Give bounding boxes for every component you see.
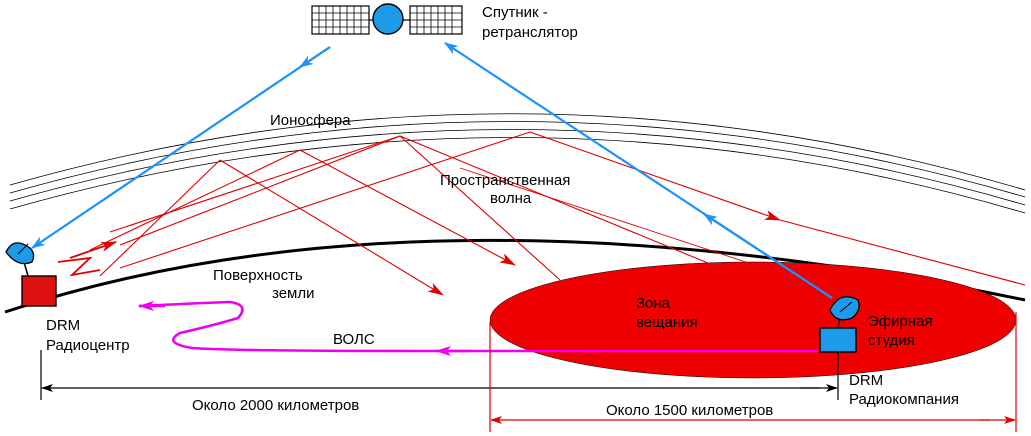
drm-company-label-line2: Радиокомпания [849,391,959,408]
radio-center-signal-zigzag [57,256,101,277]
sky-wave-label-line2: волна [490,190,532,207]
satellite-downlink-arrow [31,46,331,249]
broadcast-zone [489,261,1017,379]
radio-center-signal-arrow [69,241,117,259]
broadcast-zone-label-line1: Зона [636,295,671,312]
satellite-label-line1: Спутник - [482,4,548,21]
ionosphere-layers [9,113,1026,214]
satellite-uplink-mid-arrow [703,213,833,299]
radio-center-icon [5,242,57,307]
broadcast-zone-label-line2: вещания [636,314,698,331]
studio-icon [819,296,860,353]
distance-1500-marker [489,312,1017,432]
studio-label-line1: Эфирная [868,313,933,330]
fiber-link-line [138,300,818,353]
earth-surface-label-line2: земли [272,285,315,302]
drm-center-label-line2: Радиоцентр [46,337,130,354]
distance-1500-label: Около 1500 километров [606,402,773,419]
satellite-mid-arrow-head [299,46,331,68]
studio-label-line2: студия [868,332,915,349]
earth-surface-label-line1: Поверхность [213,267,303,284]
satellite-icon [311,3,463,35]
ionosphere-label: Ионосфера [270,112,351,129]
drm-center-label-line1: DRM [46,317,80,334]
distance-2000-label: Около 2000 километров [192,397,359,414]
distance-2000-marker [40,350,839,400]
drm-company-label-line1: DRM [849,372,883,389]
fiber-link-label: ВОЛС [333,331,375,348]
sky-wave-rays [89,131,1026,296]
satellite-label-line2: ретранслятор [482,24,578,41]
sky-wave-label-line1: Пространственная [440,172,570,189]
